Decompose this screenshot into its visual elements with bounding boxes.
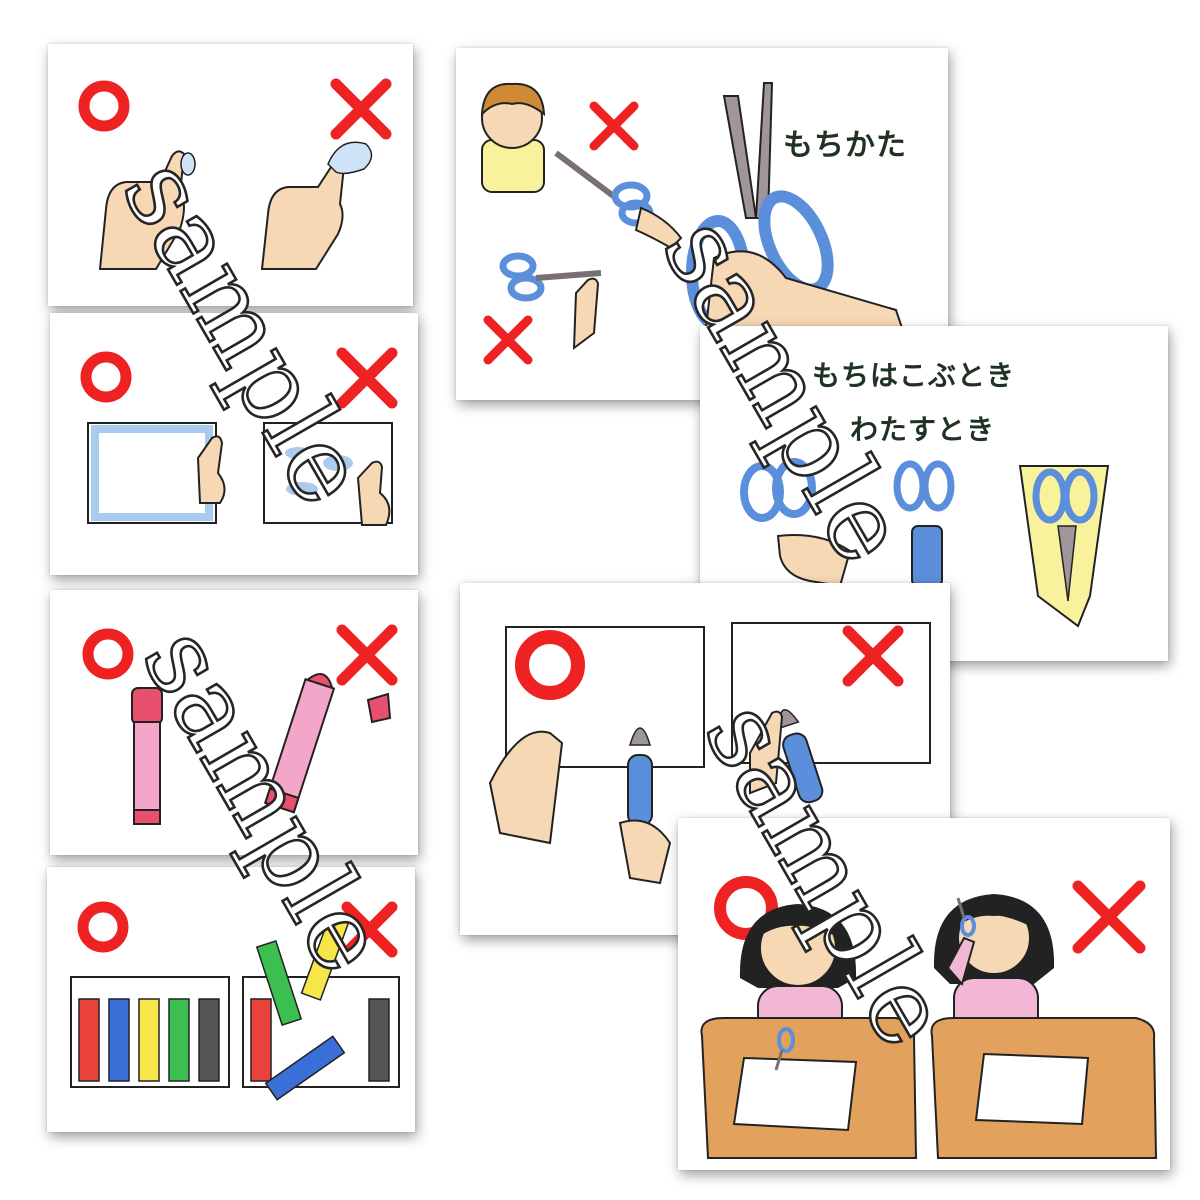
holding-title: もちかた xyxy=(783,128,907,163)
card-scissors-seated xyxy=(678,818,1170,1170)
circle-correct-icon xyxy=(714,876,778,940)
hand-icon xyxy=(98,150,196,270)
card-marker-cap xyxy=(50,590,418,855)
scissors-icon xyxy=(893,460,955,587)
crayon-icon xyxy=(131,687,163,825)
hand-icon xyxy=(488,730,564,845)
cap-icon xyxy=(366,692,392,724)
hand-icon xyxy=(196,435,226,504)
hand-icon xyxy=(749,710,784,795)
cross-wrong-icon xyxy=(1072,880,1146,954)
circle-correct-icon xyxy=(77,901,129,953)
hand-icon xyxy=(572,277,600,351)
scissors-icon xyxy=(554,150,654,227)
card-glue-edges xyxy=(50,313,418,575)
child-icon xyxy=(480,82,546,193)
cross-wrong-icon xyxy=(341,901,398,958)
scissors-icon xyxy=(740,458,816,522)
cross-wrong-icon xyxy=(842,625,904,687)
crayon-icon xyxy=(264,673,336,814)
hand-icon xyxy=(356,460,391,526)
scissors-icon xyxy=(774,1027,795,1071)
hand-icon xyxy=(618,819,672,885)
hand-icon xyxy=(260,141,373,270)
crayon-icon xyxy=(78,998,220,1082)
scissors-icon xyxy=(1018,465,1110,628)
circle-correct-icon xyxy=(80,351,132,403)
glue-icon xyxy=(778,709,824,804)
cross-wrong-icon xyxy=(336,347,398,409)
hand-icon xyxy=(776,534,852,588)
carry-title-line2: わたすとき xyxy=(850,413,996,446)
cross-wrong-icon xyxy=(330,78,392,140)
scissors-icon xyxy=(956,897,976,937)
cross-wrong-icon xyxy=(589,101,639,151)
circle-correct-icon xyxy=(515,630,585,700)
child-icon xyxy=(933,894,1055,1039)
circle-correct-icon xyxy=(82,628,134,680)
carry-title-line1: もちはこぶとき xyxy=(812,359,1016,392)
scissors-icon xyxy=(499,252,602,302)
cross-wrong-icon xyxy=(336,624,398,686)
card-crayon-box xyxy=(47,867,415,1132)
hand-icon xyxy=(634,206,683,250)
glue-icon xyxy=(627,727,653,826)
cross-wrong-icon xyxy=(483,315,533,365)
card-glue-finger xyxy=(48,44,413,306)
circle-correct-icon xyxy=(78,80,130,132)
